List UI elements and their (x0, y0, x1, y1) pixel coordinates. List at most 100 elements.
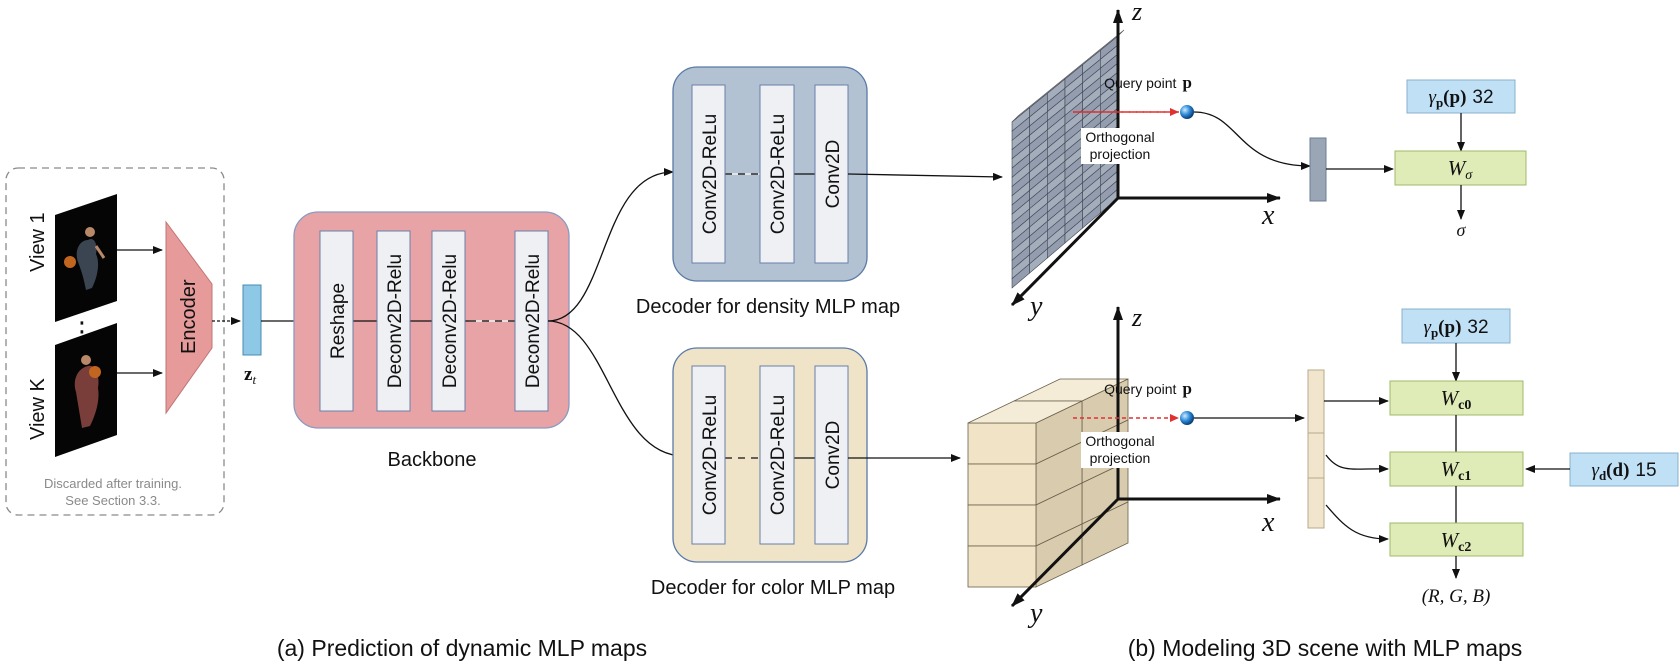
input-views-group: View 1 ⋮ View K Encoder Discarded after … (5, 167, 225, 516)
density-layer-2-label: Conv2D-ReLu (768, 114, 789, 234)
density-mlp-layer (1394, 150, 1527, 186)
backbone-to-density-arrow (547, 168, 674, 322)
color-mlp-c2-w: W (1441, 528, 1461, 552)
color-query-point (1180, 411, 1194, 425)
density-mlp: γp(p)32 Wσ σ (1309, 79, 1527, 240)
density-posenc-sub: p (1436, 95, 1443, 110)
density-layer-1-label: Conv2D-ReLu (700, 114, 721, 234)
color-feature-segment-2 (1307, 432, 1325, 479)
color-output-label: (R, G, B) (1422, 586, 1491, 607)
color-layer-2-label: Conv2D-ReLu (768, 395, 789, 515)
density-layer-3-label: Conv2D (823, 140, 844, 209)
color-mlp-c0-w: W (1441, 386, 1461, 410)
density-feature-vector (1309, 137, 1327, 202)
density-layer-2 (759, 84, 795, 264)
color-query-label: Query point p (1104, 379, 1192, 398)
color-mlp-c2-label: Wc2 (1441, 528, 1472, 555)
latent-label: zt (244, 364, 256, 387)
color-axis-z-label: z (1131, 303, 1142, 332)
color-feature-segment-3 (1307, 477, 1325, 529)
backbone-layer-deconv-2 (431, 230, 466, 412)
density-layer-1 (691, 84, 726, 264)
density-projection-line2: projection (1090, 146, 1151, 162)
color-mlp-c0-sub: c0 (1458, 398, 1471, 413)
density-decoder-caption: Decoder for density MLP map (636, 296, 900, 318)
backbone-layer-deconv-2-label: Deconv2D-Relu (440, 254, 461, 388)
color-direnc-dim: 15 (1635, 460, 1656, 481)
color-projection-label-bg (1081, 432, 1159, 468)
color-direnc-arg: (d) (1606, 460, 1629, 481)
color-layer-3 (814, 365, 849, 545)
color-posenc-box (1401, 308, 1511, 344)
color-axis-y-label: y (1027, 598, 1043, 629)
color-mlp-layer-c0 (1389, 380, 1524, 416)
view-1-label: View 1 (27, 212, 49, 272)
density-output-label: σ (1457, 220, 1467, 240)
density-mlp-w: W (1448, 156, 1468, 180)
color-mlp-map-cubes (967, 378, 1129, 588)
color-direnc-gamma: γ (1591, 460, 1599, 481)
density-axis-z-label: z (1131, 0, 1142, 26)
backbone-caption: Backbone (388, 449, 477, 471)
color-feature-segment-1 (1307, 369, 1325, 434)
backbone-layer-reshape (319, 230, 354, 412)
color-direnc-label: γd(d) 15 (1591, 460, 1656, 483)
color-layer-1-label: Conv2D-ReLu (700, 395, 721, 515)
color-cube-face (967, 504, 1037, 547)
color-mlp-layer-c2 (1389, 522, 1524, 557)
density-axis-y-label: y (1027, 291, 1043, 322)
backbone-layer-deconv-3-label: Deconv2D-Relu (523, 254, 544, 388)
density-query-point (1180, 105, 1194, 119)
color-posenc-sub: p (1431, 325, 1438, 340)
discarded-region (5, 167, 225, 516)
color-mlp: γp(p)32 Wc0 Wc1 Wc2 γd(d) 15 (R, G, B) (1307, 308, 1679, 607)
latent-subscript: t (252, 372, 256, 387)
color-direnc-sub: d (1599, 468, 1607, 483)
discarded-note-line1: Discarded after training. (44, 476, 182, 491)
density-decoder-to-map-arrow (847, 172, 1003, 181)
color-feature-to-c1-arrow (1325, 454, 1389, 473)
density-posenc-gamma: γ (1428, 87, 1436, 108)
color-layer-3-label: Conv2D (823, 421, 844, 490)
encoder-label: Encoder (178, 279, 200, 354)
color-decoder: Conv2D-ReLu Conv2D-ReLu Conv2D Decoder f… (651, 347, 895, 599)
color-cube-face (967, 545, 1037, 588)
color-mlp-c1-sub: c1 (1458, 469, 1471, 484)
color-layer-2 (759, 365, 795, 545)
density-mlp-layer-label: Wσ (1448, 156, 1474, 183)
color-query-text: Query point (1104, 381, 1176, 397)
color-direnc-box (1569, 452, 1679, 487)
color-axis-x-label: x (1261, 507, 1275, 538)
backbone-layer-deconv-1-label: Deconv2D-Relu (385, 254, 406, 388)
color-projection-line2: projection (1090, 450, 1151, 466)
color-layer-1 (691, 365, 726, 545)
density-axis-y (1010, 196, 1120, 307)
density-posenc-label: γp(p)32 (1428, 87, 1493, 110)
color-posenc-arg: (p) (1438, 317, 1461, 338)
color-decoder-caption: Decoder for color MLP map (651, 577, 895, 599)
backbone-to-color-arrow (547, 320, 685, 460)
color-cube-face (967, 463, 1037, 506)
density-query-to-feature-arrow (1193, 111, 1311, 170)
color-axis-y (1010, 497, 1120, 608)
color-mlp-c2-sub: c2 (1458, 540, 1471, 555)
color-mlp-c0-label: Wc0 (1441, 386, 1472, 413)
backbone-layer-deconv-1 (376, 230, 411, 412)
density-decoder: Conv2D-ReLu Conv2D-ReLu Conv2D Decoder f… (636, 66, 900, 318)
color-cube-top (967, 400, 1083, 424)
caption-right: (b) Modeling 3D scene with MLP maps (1128, 635, 1523, 661)
density-projection-line1: Orthogonal (1085, 129, 1154, 145)
backbone: Reshape Deconv2D-Relu Deconv2D-Relu Deco… (293, 211, 570, 471)
density-query-symbol: p (1182, 73, 1191, 92)
caption-left: (a) Prediction of dynamic MLP maps (277, 635, 647, 661)
density-mlp-w-sub: σ (1465, 168, 1473, 183)
view-k-image (55, 323, 117, 457)
latent-vector (242, 284, 262, 356)
color-posenc-label: γp(p)32 (1423, 317, 1488, 340)
color-mlp-layer-c1 (1389, 451, 1524, 487)
density-posenc-arg: (p) (1443, 87, 1466, 108)
color-query-symbol: p (1182, 379, 1191, 398)
